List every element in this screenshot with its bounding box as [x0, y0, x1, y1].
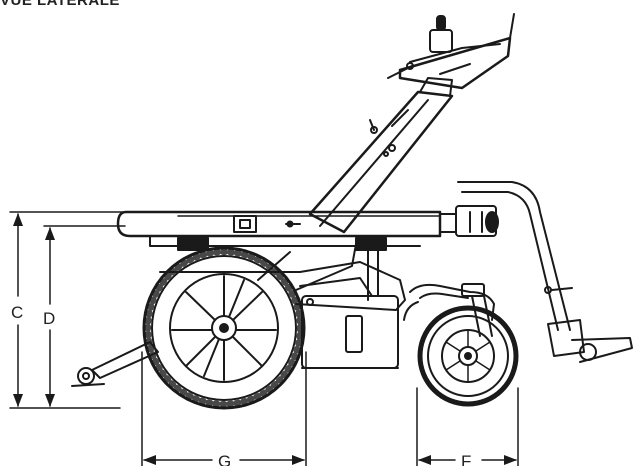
view-title: VUE LATERALE	[0, 0, 120, 9]
dimension-d: D	[43, 225, 126, 407]
dimension-c: C	[9, 211, 126, 409]
dimension-c-label: C	[11, 303, 23, 322]
dimension-f-label: F	[461, 452, 471, 466]
dimension-d-label: D	[43, 309, 55, 328]
dimension-f: F	[416, 387, 519, 466]
anti-tip-arm	[71, 341, 159, 387]
dimension-g-label: G	[218, 452, 231, 466]
caster-wheel	[417, 305, 519, 407]
seat	[116, 210, 442, 247]
dimension-g: G	[141, 351, 307, 466]
backrest-arm	[308, 77, 454, 234]
joystick-controller	[387, 13, 515, 90]
chassis-frame	[159, 237, 406, 369]
drive-wheel	[142, 246, 306, 410]
footrest	[439, 181, 633, 363]
